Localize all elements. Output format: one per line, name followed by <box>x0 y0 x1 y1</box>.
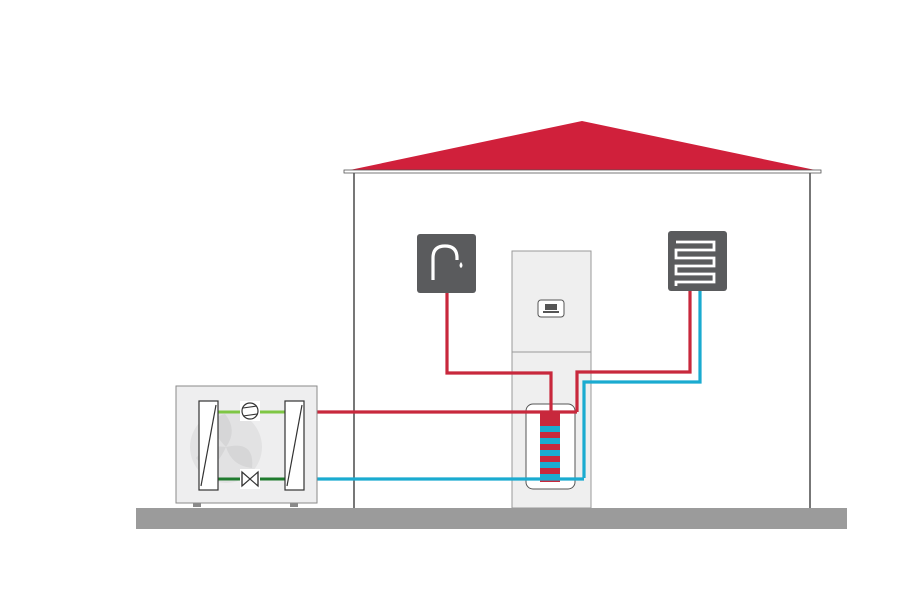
water-tank <box>525 403 576 490</box>
hot-water-tap <box>417 234 476 293</box>
floor-flow-pipe <box>575 291 692 412</box>
outdoor-unit <box>175 385 318 507</box>
tap-flow-pipe <box>445 293 553 412</box>
floor-return-pipe <box>582 291 702 478</box>
faucet-icon <box>431 244 463 280</box>
expansion-valve-icon <box>240 469 260 489</box>
heat-exchanger-left-icon <box>198 400 219 491</box>
house <box>353 172 811 508</box>
compressor-icon <box>240 401 260 421</box>
heat-exchanger-right-icon <box>284 400 305 491</box>
underfloor-heating <box>668 231 727 291</box>
control-panel-icon <box>537 299 565 318</box>
ground <box>136 508 847 529</box>
roof <box>343 121 822 174</box>
floor-heating-coil-icon <box>674 240 716 286</box>
